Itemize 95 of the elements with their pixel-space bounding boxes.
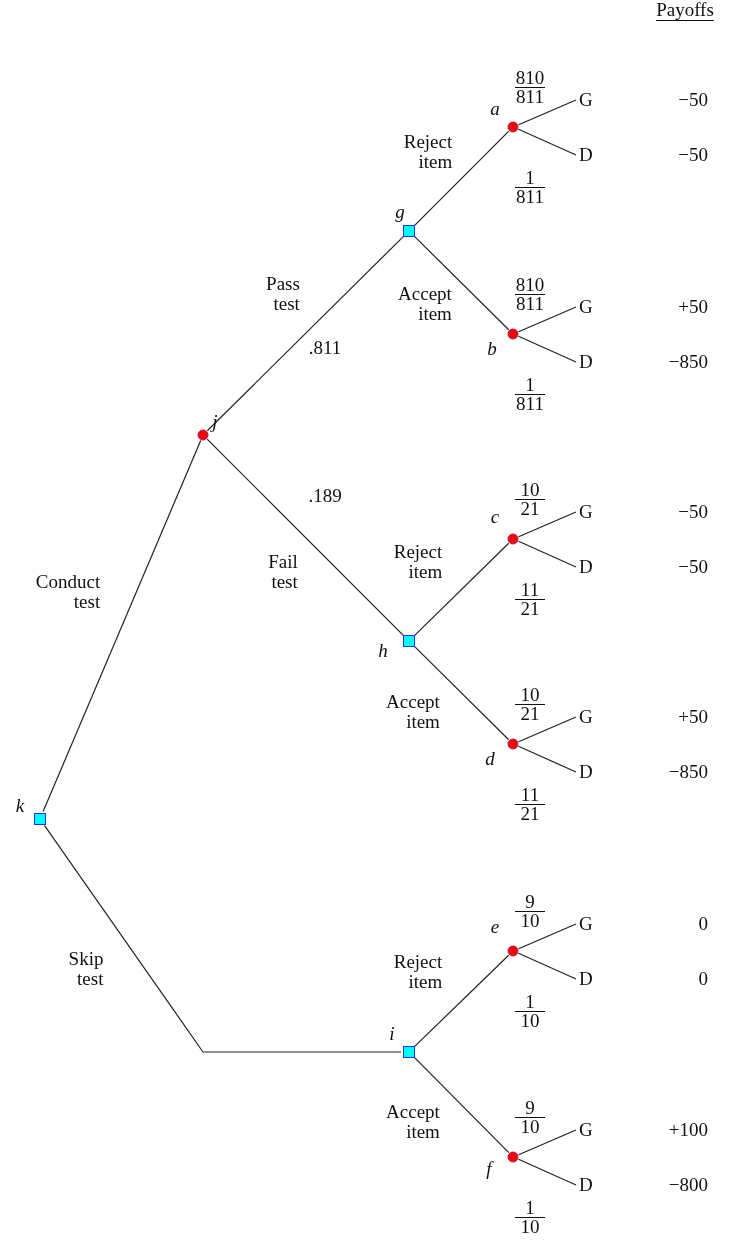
payoff-value: −50 (678, 502, 708, 522)
fraction-denominator: 21 (519, 500, 541, 518)
decision-node (403, 225, 415, 237)
payoff-value: −850 (668, 352, 708, 372)
outcome-label: D (579, 145, 593, 165)
outcome-label: G (579, 707, 593, 727)
branch-line (414, 1057, 510, 1154)
payoff-value: −50 (678, 557, 708, 577)
fraction-denominator: 10 (519, 1118, 541, 1136)
outcome-label: D (579, 1175, 593, 1195)
outcome-label: G (579, 502, 593, 522)
branch-line (414, 542, 510, 636)
outcome-label: D (579, 352, 593, 372)
branch-line (517, 745, 577, 773)
branch-line (517, 540, 577, 568)
decision-node (34, 813, 46, 825)
fraction-numerator: 11 (515, 581, 545, 600)
node-letter: g (395, 202, 405, 222)
node-letter: f (486, 1159, 492, 1179)
node-letter: e (490, 917, 500, 937)
branch-line (206, 236, 404, 432)
decision-node (403, 1046, 415, 1058)
fraction-denominator: 811 (515, 295, 545, 313)
branch-line (517, 1158, 577, 1186)
fraction-numerator: 1 (515, 1199, 545, 1218)
fraction-numerator: 1 (515, 169, 545, 188)
branch-line (414, 646, 510, 741)
branch-line (518, 511, 577, 538)
node-letter: h (378, 641, 388, 661)
fraction-numerator: 810 (515, 276, 545, 295)
fraction-denominator: 10 (519, 1218, 541, 1236)
chance-node (507, 1151, 519, 1163)
payoff-value: 0 (698, 969, 708, 989)
fraction-denominator: 21 (519, 705, 541, 723)
fraction-denominator: 811 (515, 395, 545, 413)
fraction-numerator: 9 (515, 1099, 545, 1118)
payoff-value: −50 (678, 145, 708, 165)
outcome-label: G (579, 90, 593, 110)
fraction-numerator: 10 (515, 481, 545, 500)
fraction-numerator: 810 (515, 69, 545, 88)
branch-line (517, 128, 577, 156)
fraction-denominator: 10 (519, 912, 541, 930)
branch-line (414, 130, 510, 226)
outcome-label: G (579, 914, 593, 934)
branch-line (414, 954, 510, 1047)
chance-node (507, 738, 519, 750)
decision-node (403, 635, 415, 647)
fraction-denominator: 21 (519, 805, 541, 823)
branch-line (206, 438, 404, 636)
chance-node (507, 945, 519, 957)
chance-node (507, 533, 519, 545)
outcome-label: G (579, 297, 593, 317)
branch-line (518, 716, 577, 743)
payoff-value: −800 (668, 1175, 708, 1195)
node-letter: j (212, 412, 218, 432)
column-heading: Payoffs (656, 0, 714, 22)
fraction-numerator: 1 (515, 993, 545, 1012)
node-letter: b (487, 339, 497, 359)
branch-line (518, 923, 577, 950)
branch-line (517, 335, 577, 363)
fraction-numerator: 9 (515, 893, 545, 912)
node-letter: d (485, 749, 495, 769)
payoff-value: +50 (678, 297, 708, 317)
payoff-value: 0 (698, 914, 708, 934)
branch-line (42, 439, 202, 813)
node-letter: k (15, 796, 25, 816)
payoff-value: −850 (668, 762, 708, 782)
chance-node (507, 121, 519, 133)
branch-line (518, 306, 577, 333)
payoff-value: −50 (678, 90, 708, 110)
payoff-value: +100 (668, 1120, 708, 1140)
chance-node (507, 328, 519, 340)
fraction-numerator: 1 (515, 376, 545, 395)
outcome-label: D (579, 969, 593, 989)
node-letter: i (389, 1024, 395, 1044)
node-letter: c (490, 507, 500, 527)
branch-line (517, 952, 577, 980)
probability-label: .189 (308, 486, 342, 506)
fraction-denominator: 811 (515, 188, 545, 206)
fraction-denominator: 811 (515, 88, 545, 106)
payoff-value: +50 (678, 707, 708, 727)
probability-label: .811 (308, 338, 342, 358)
branch-line (518, 99, 577, 126)
fraction-denominator: 10 (519, 1012, 541, 1030)
fraction-numerator: 10 (515, 686, 545, 705)
outcome-label: D (579, 557, 593, 577)
fraction-numerator: 11 (515, 786, 545, 805)
branch-line (414, 236, 510, 331)
fraction-denominator: 21 (519, 600, 541, 618)
outcome-label: G (579, 1120, 593, 1140)
branch-line (518, 1129, 577, 1156)
chance-node (197, 429, 209, 441)
node-letter: a (490, 99, 500, 119)
branch-line (44, 825, 402, 1053)
outcome-label: D (579, 762, 593, 782)
